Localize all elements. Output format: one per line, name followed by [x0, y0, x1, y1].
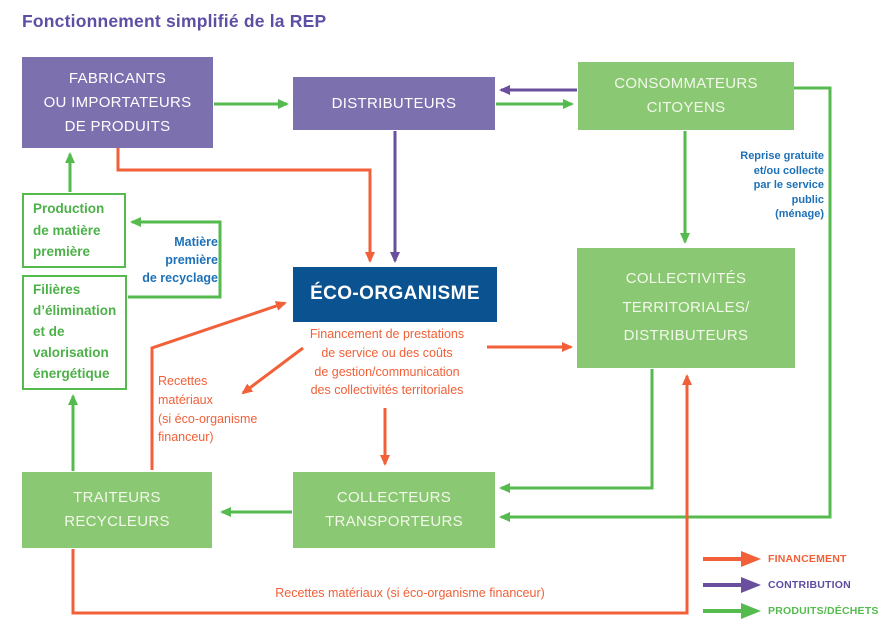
legend-item-financement: FINANCEMENT — [703, 551, 879, 567]
produits-dechets-arrow-icon — [703, 603, 761, 619]
arrow-eco-organisme-to-recettes — [241, 346, 304, 395]
label-recettes-materiaux-bottom: Recettes matériaux (si éco-organisme fin… — [275, 586, 545, 600]
label-matiere-premiere-recyclage: Matière première de recyclage — [142, 235, 218, 286]
contribution-arrow-icon — [703, 577, 761, 593]
node-fabricants: FABRICANTS OU IMPORTATEURS DE PRODUITS — [22, 57, 213, 148]
contribution-arrows — [390, 85, 577, 263]
arrow-matiere-premiere-recyclage — [128, 217, 222, 299]
node-collecteurs: COLLECTEURS TRANSPORTEURS — [293, 472, 495, 548]
label-reprise-gratuite: Reprise gratuite et/ou collecte par le s… — [740, 150, 824, 221]
legend-label-financement: FINANCEMENT — [768, 553, 847, 565]
node-collectivites: COLLECTIVITÉS TERRITORIALES/ DISTRIBUTEU… — [577, 248, 795, 368]
produits-dechets-arrows — [65, 86, 832, 522]
arrow-collectivites-to-collecteurs — [499, 369, 654, 493]
node-traiteurs: TRAITEURS RECYCLEURS — [22, 472, 212, 548]
arrow-traiteurs-to-collectivites — [71, 374, 692, 615]
financement-arrow-icon — [703, 551, 761, 567]
legend-item-produits-dechets: PRODUITS/DÉCHETS — [703, 603, 879, 619]
arrow-consommateurs-to-collecteurs — [499, 86, 832, 522]
label-financement-prestations: Financement de prestations de service ou… — [309, 327, 465, 398]
financement-arrows — [71, 148, 692, 615]
arrow-fabricants-to-eco-organisme — [116, 148, 375, 263]
node-distributeurs: DISTRIBUTEURS — [293, 77, 495, 130]
arrow-traiteurs-to-eco-organisme — [150, 301, 287, 470]
node-eco-organisme: ÉCO-ORGANISME — [293, 267, 497, 322]
diagram-title: Fonctionnement simplifié de la REP — [22, 11, 327, 31]
legend: FINANCEMENT CONTRIBUTION PRODUITS/DÉCHET… — [703, 551, 879, 629]
label-recettes-materiaux: Recettes matériaux (si éco-organisme fin… — [158, 374, 258, 445]
legend-item-contribution: CONTRIBUTION — [703, 577, 879, 593]
node-consommateurs: CONSOMMATEURS CITOYENS — [578, 62, 794, 130]
legend-label-contribution: CONTRIBUTION — [768, 579, 851, 591]
node-filieres-elimination: Filières d’élimination et de valorisatio… — [22, 275, 127, 390]
legend-label-produits-dechets: PRODUITS/DÉCHETS — [768, 605, 879, 617]
node-production-matiere: Production de matière première — [22, 193, 126, 268]
